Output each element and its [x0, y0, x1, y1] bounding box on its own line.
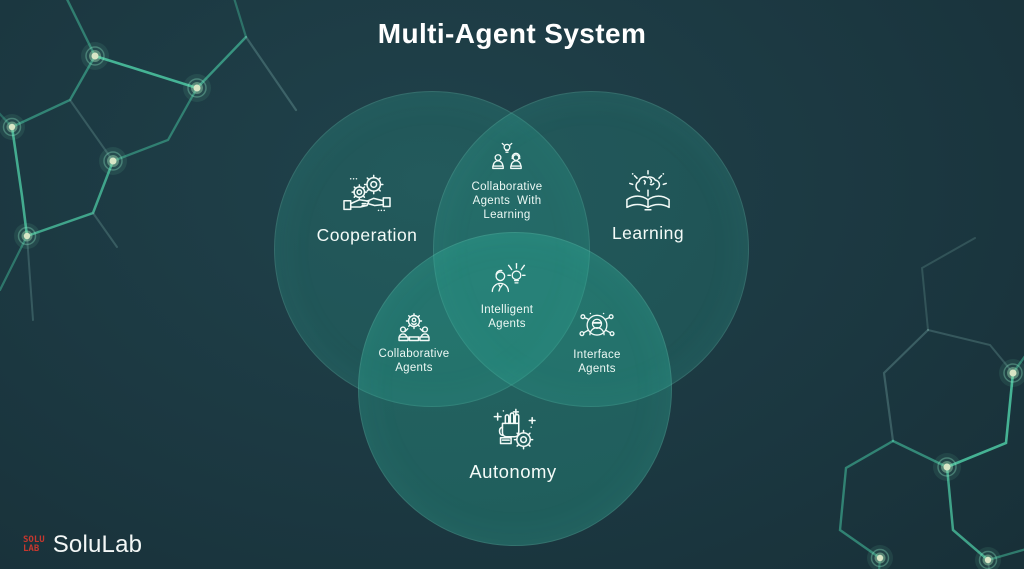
- intersection-cooperation-learning: Collaborative Agents With Learning: [436, 142, 578, 222]
- set-autonomy: Autonomy: [443, 408, 583, 483]
- handshake-gears-icon: [343, 174, 391, 212]
- intersection-label-center: Intelligent Agents: [480, 304, 534, 330]
- set-label-autonomy: Autonomy: [469, 461, 557, 482]
- brand-name: SoluLab: [52, 531, 143, 558]
- intersection-label-cooperation-learning: Collaborative Agents With Learning: [471, 181, 543, 221]
- intersection-center: Intelligent Agents: [437, 263, 577, 332]
- fist-gear-icon: [493, 408, 536, 450]
- intersection-cooperation-autonomy: Collaborative Agents: [349, 313, 479, 376]
- solulab-logo-icon: SOLU LAB: [23, 535, 45, 554]
- brand-lockup: SOLU LAB SoluLab: [23, 531, 142, 559]
- two-agents-idea-icon: [492, 142, 522, 170]
- intersection-label-cooperation-autonomy: Collaborative Agents: [378, 348, 450, 374]
- set-cooperation: Cooperation: [297, 172, 437, 246]
- intersection-label-learning-autonomy: Interface Agents: [573, 349, 621, 375]
- page-title: Multi-Agent System: [377, 18, 647, 49]
- set-label-learning: Learning: [611, 223, 685, 243]
- venn-circle-autonomy: [358, 232, 672, 546]
- brain-book-icon: [626, 170, 670, 211]
- intersection-learning-autonomy: Interface Agents: [532, 312, 662, 377]
- agent-network-icon: [579, 312, 615, 337]
- agents-group-gear-icon: [398, 313, 430, 342]
- set-label-cooperation: Cooperation: [316, 225, 418, 245]
- agent-lightbulb-icon: [491, 263, 526, 293]
- set-learning: Learning: [578, 170, 718, 244]
